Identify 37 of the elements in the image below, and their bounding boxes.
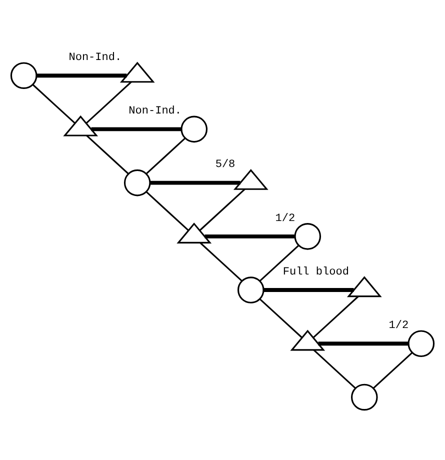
- connector: [146, 137, 186, 174]
- node-triangle: [346, 276, 382, 297]
- node-circle: [351, 383, 378, 410]
- node-triangle: [233, 168, 268, 190]
- connector: [372, 352, 413, 388]
- node-label: 5/8: [215, 158, 236, 171]
- connector: [150, 180, 240, 184]
- node-triangle: [120, 61, 155, 82]
- connector: [312, 295, 359, 338]
- node-label: 1/2: [275, 212, 296, 224]
- connector: [204, 234, 295, 238]
- connector: [200, 242, 242, 282]
- connector: [313, 348, 356, 388]
- node-label: Non-Ind.: [68, 51, 122, 64]
- node-circle: [180, 115, 208, 142]
- connector: [32, 84, 76, 124]
- node-label: Full blood: [282, 266, 349, 278]
- node-triangle: [63, 114, 98, 136]
- connector: [259, 298, 302, 338]
- node-circle: [294, 222, 322, 250]
- node-circle: [237, 276, 264, 303]
- connector: [259, 244, 300, 282]
- connector: [318, 341, 408, 346]
- node-triangle: [290, 329, 326, 350]
- connector: [264, 288, 354, 292]
- node-label: Non-Ind.: [128, 105, 182, 118]
- connector: [91, 126, 182, 131]
- connector: [86, 80, 132, 124]
- connector: [86, 134, 129, 174]
- connector: [36, 73, 127, 78]
- connector: [199, 188, 246, 230]
- connector: [146, 190, 189, 230]
- node-triangle: [176, 222, 212, 243]
- node-label: 1/2: [388, 320, 409, 332]
- node-circle: [408, 330, 435, 357]
- node-circle: [124, 168, 151, 196]
- node-circle: [10, 62, 38, 88]
